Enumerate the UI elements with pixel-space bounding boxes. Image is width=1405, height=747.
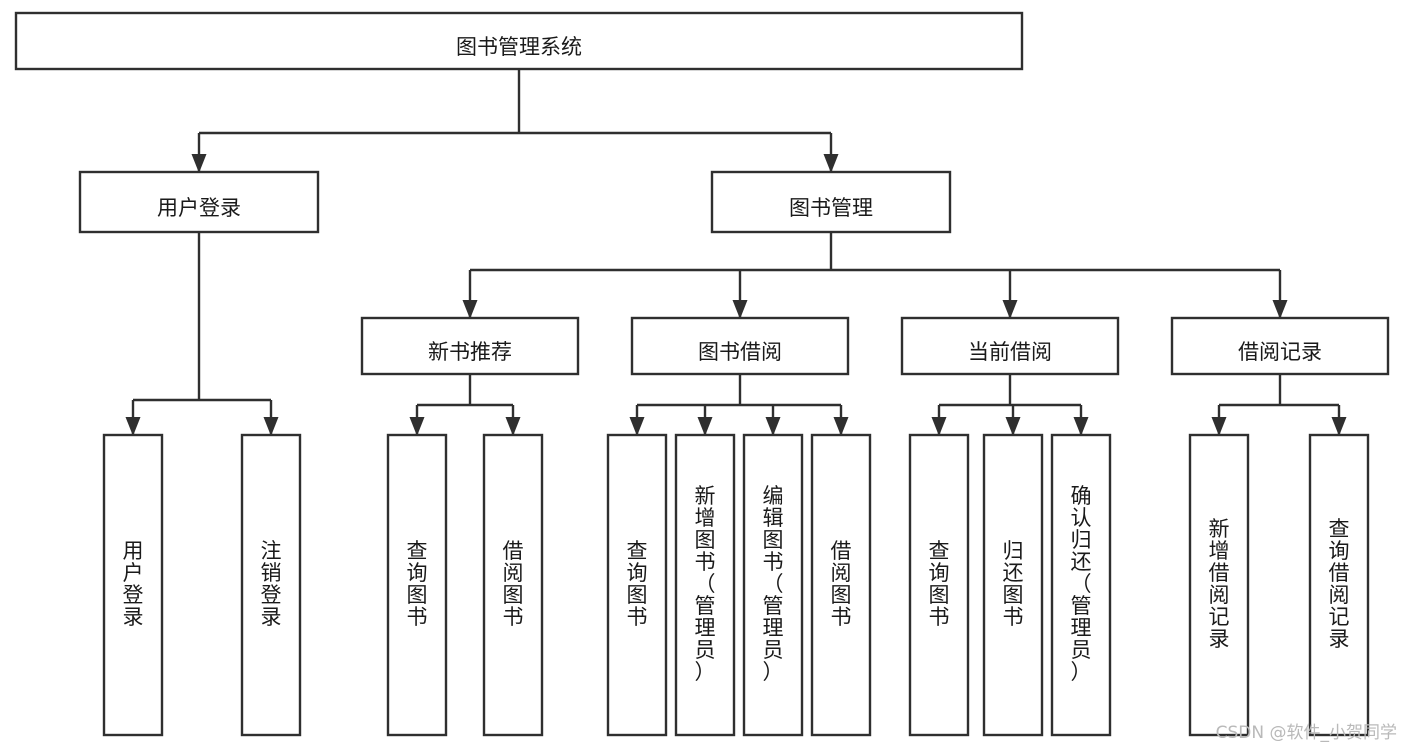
edge-arrowhead bbox=[191, 154, 207, 173]
node-leaf-query-borrow-record[interactable]: 查询借阅记录 bbox=[1308, 433, 1370, 737]
node-label-borrow-records: 借阅记录 bbox=[1238, 340, 1322, 364]
node-leaf-confirm-return-admin[interactable]: 确认归还（管理员） bbox=[1050, 433, 1112, 737]
node-leaf-add-borrow-record[interactable]: 新增借阅记录 bbox=[1188, 433, 1250, 737]
node-label-leaf-return-book: 归还图书 bbox=[1003, 539, 1024, 629]
node-label-root: 图书管理系统 bbox=[456, 35, 582, 59]
node-box-leaf-logout-login[interactable] bbox=[240, 433, 302, 737]
node-label-leaf-add-book-admin: 新增图书（管理员） bbox=[695, 484, 716, 684]
node-label-leaf-query-borrow-record: 查询借阅记录 bbox=[1329, 517, 1350, 651]
node-box-leaf-query-book-borrow[interactable] bbox=[606, 433, 668, 737]
connectors-layer bbox=[125, 69, 1347, 436]
node-box-root[interactable] bbox=[14, 11, 1024, 71]
node-leaf-logout-login[interactable]: 注销登录 bbox=[240, 433, 302, 737]
node-leaf-query-book-current[interactable]: 查询图书 bbox=[908, 433, 970, 737]
edge-arrowhead bbox=[732, 300, 748, 319]
node-box-leaf-add-borrow-record[interactable] bbox=[1188, 433, 1250, 737]
edge-arrowhead bbox=[1005, 417, 1021, 436]
node-label-current-borrow: 当前借阅 bbox=[968, 340, 1052, 364]
node-leaf-borrow-book[interactable]: 借阅图书 bbox=[810, 433, 872, 737]
node-book-borrow[interactable]: 图书借阅 bbox=[630, 316, 850, 376]
node-box-book-borrow[interactable] bbox=[630, 316, 850, 376]
node-label-leaf-query-book-borrow: 查询图书 bbox=[627, 539, 648, 629]
edge-arrowhead bbox=[1073, 417, 1089, 436]
edge-arrowhead bbox=[1002, 300, 1018, 319]
edge-arrowhead bbox=[1331, 417, 1347, 436]
node-new-book-recommend[interactable]: 新书推荐 bbox=[360, 316, 580, 376]
node-box-borrow-records[interactable] bbox=[1170, 316, 1390, 376]
node-label-leaf-query-book-current: 查询图书 bbox=[929, 539, 950, 629]
edge-arrowhead bbox=[765, 417, 781, 436]
node-label-user-login: 用户登录 bbox=[157, 196, 241, 220]
node-box-user-login[interactable] bbox=[78, 170, 320, 234]
node-user-login[interactable]: 用户登录 bbox=[78, 170, 320, 234]
node-label-book-borrow: 图书借阅 bbox=[698, 340, 782, 364]
node-box-leaf-borrow-book-recommend[interactable] bbox=[482, 433, 544, 737]
edge-arrowhead bbox=[697, 417, 713, 436]
node-box-book-management[interactable] bbox=[710, 170, 952, 234]
edge-arrowhead bbox=[833, 417, 849, 436]
node-leaf-edit-book-admin[interactable]: 编辑图书（管理员） bbox=[742, 433, 804, 737]
node-label-leaf-borrow-book: 借阅图书 bbox=[831, 539, 852, 629]
node-current-borrow[interactable]: 当前借阅 bbox=[900, 316, 1120, 376]
node-label-leaf-borrow-book-recommend: 借阅图书 bbox=[503, 539, 524, 629]
edge-arrowhead bbox=[125, 417, 141, 436]
edge-arrowhead bbox=[505, 417, 521, 436]
edge-arrowhead bbox=[1211, 417, 1227, 436]
node-box-leaf-confirm-return-admin[interactable] bbox=[1050, 433, 1112, 737]
node-leaf-user-login[interactable]: 用户登录 bbox=[102, 433, 164, 737]
node-box-current-borrow[interactable] bbox=[900, 316, 1120, 376]
node-box-leaf-add-book-admin[interactable] bbox=[674, 433, 736, 737]
nodes-layer: 图书管理系统用户登录图书管理新书推荐图书借阅当前借阅借阅记录用户登录注销登录查询… bbox=[14, 11, 1390, 737]
node-label-leaf-confirm-return-admin: 确认归还（管理员） bbox=[1071, 484, 1092, 684]
node-label-leaf-add-borrow-record: 新增借阅记录 bbox=[1209, 517, 1230, 651]
edge-arrowhead bbox=[629, 417, 645, 436]
node-box-leaf-borrow-book[interactable] bbox=[810, 433, 872, 737]
edge-arrowhead bbox=[823, 154, 839, 173]
node-label-leaf-edit-book-admin: 编辑图书（管理员） bbox=[763, 484, 784, 684]
edge-arrowhead bbox=[1272, 300, 1288, 319]
node-label-leaf-query-book-recommend: 查询图书 bbox=[407, 539, 428, 629]
node-leaf-add-book-admin[interactable]: 新增图书（管理员） bbox=[674, 433, 736, 737]
node-label-leaf-logout-login: 注销登录 bbox=[261, 539, 282, 629]
node-box-leaf-return-book[interactable] bbox=[982, 433, 1044, 737]
node-label-new-book-recommend: 新书推荐 bbox=[428, 340, 512, 364]
node-leaf-return-book[interactable]: 归还图书 bbox=[982, 433, 1044, 737]
node-book-management[interactable]: 图书管理 bbox=[710, 170, 952, 234]
node-root[interactable]: 图书管理系统 bbox=[14, 11, 1024, 71]
edge-arrowhead bbox=[263, 417, 279, 436]
node-label-book-management: 图书管理 bbox=[789, 196, 873, 220]
node-box-new-book-recommend[interactable] bbox=[360, 316, 580, 376]
edge-arrowhead bbox=[931, 417, 947, 436]
node-box-leaf-query-book-recommend[interactable] bbox=[386, 433, 448, 737]
node-leaf-query-book-recommend[interactable]: 查询图书 bbox=[386, 433, 448, 737]
node-box-leaf-query-book-current[interactable] bbox=[908, 433, 970, 737]
node-label-leaf-user-login: 用户登录 bbox=[123, 539, 144, 629]
node-leaf-borrow-book-recommend[interactable]: 借阅图书 bbox=[482, 433, 544, 737]
node-box-leaf-user-login[interactable] bbox=[102, 433, 164, 737]
node-box-leaf-edit-book-admin[interactable] bbox=[742, 433, 804, 737]
node-leaf-query-book-borrow[interactable]: 查询图书 bbox=[606, 433, 668, 737]
node-borrow-records[interactable]: 借阅记录 bbox=[1170, 316, 1390, 376]
edge-arrowhead bbox=[462, 300, 478, 319]
node-box-leaf-query-borrow-record[interactable] bbox=[1308, 433, 1370, 737]
csdn-watermark: CSDN @软件_小贺同学 bbox=[1215, 723, 1397, 743]
edge-arrowhead bbox=[409, 417, 425, 436]
